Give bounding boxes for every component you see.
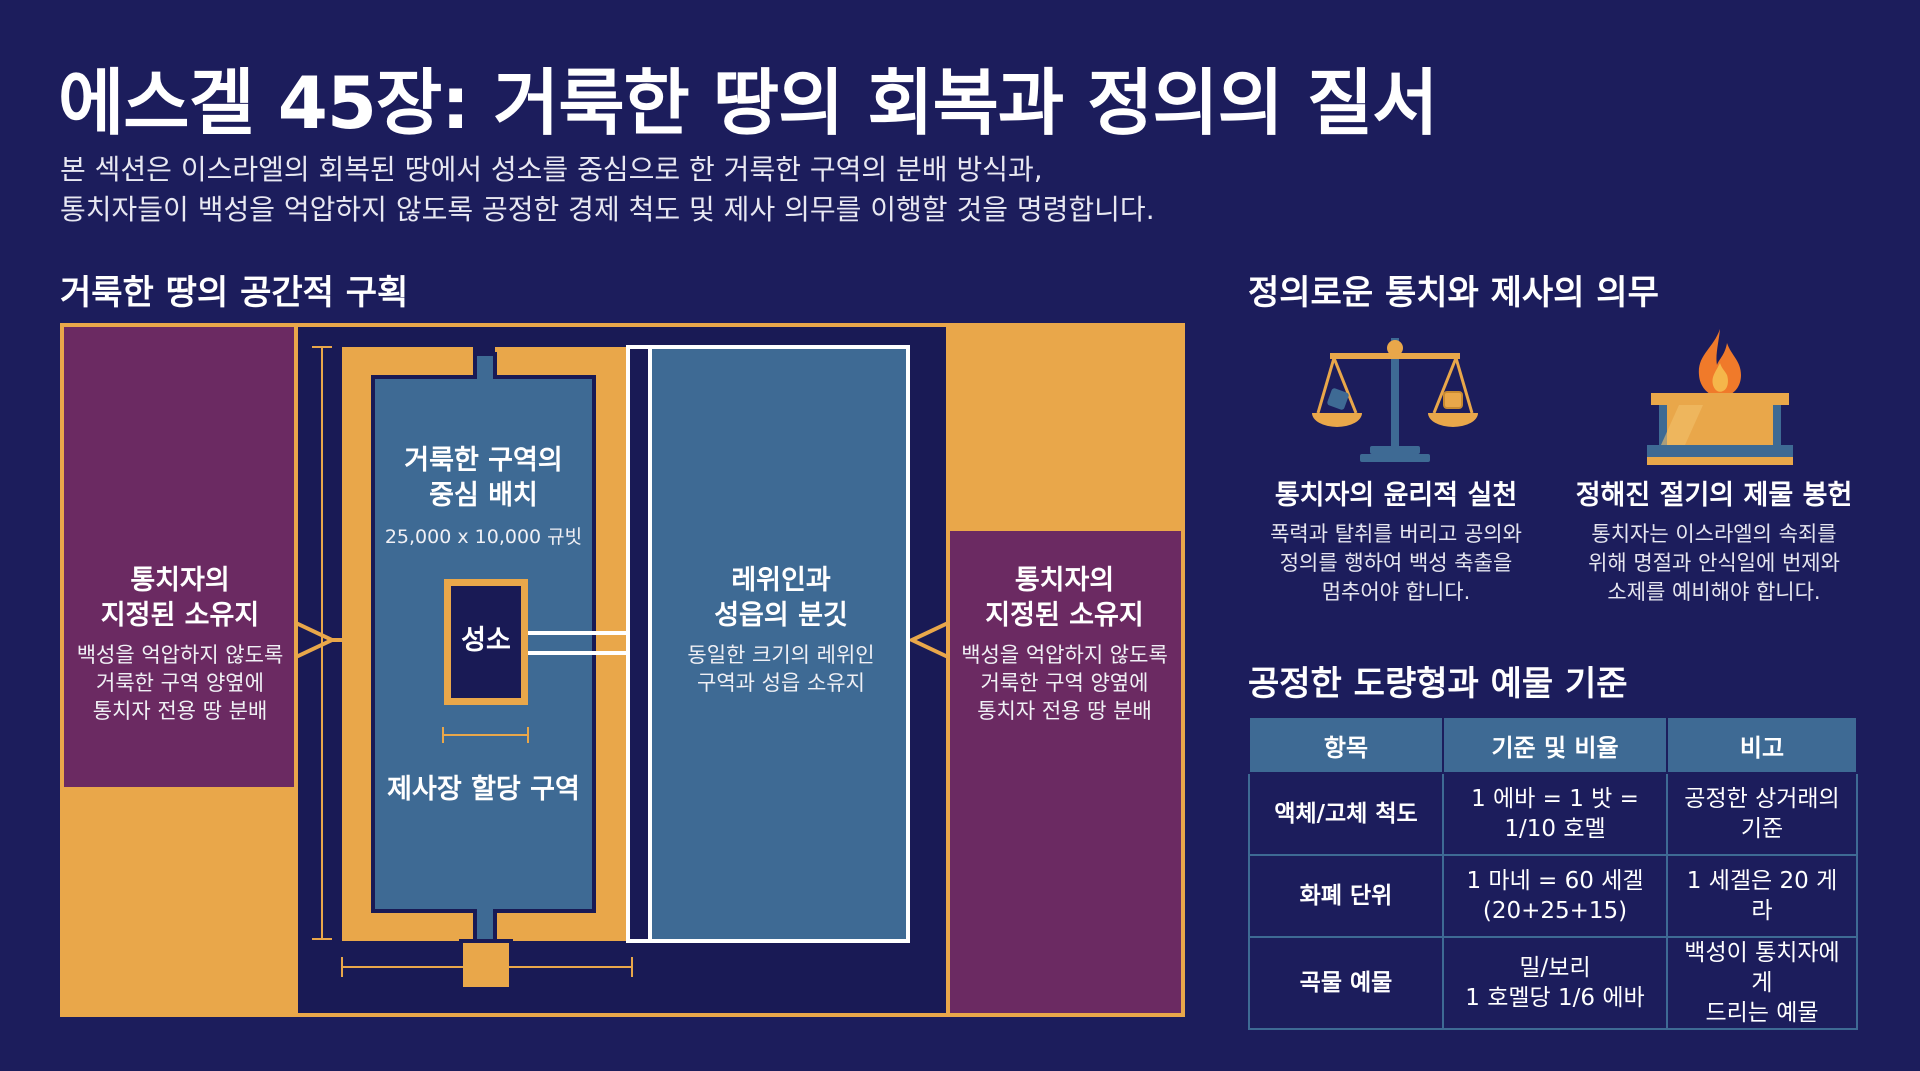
duty-title: 정해진 절기의 제물 봉헌 bbox=[1575, 480, 1853, 511]
cell-standard: 밀/보리 1 호멜당 1/6 에바 bbox=[1442, 936, 1668, 1030]
levites-label: 레위인과 성읍의 분깃 동일한 크기의 레위인 구역과 성읍 소유지 bbox=[656, 563, 906, 697]
desc-line: 거룩한 구역 양옆에 bbox=[96, 671, 264, 695]
duty-offerings: 정해진 절기의 제물 봉헌 통치자는 이스라엘의 속죄를 위해 명절과 안식일에… bbox=[1554, 478, 1874, 607]
duty-title: 통치자의 윤리적 실천 bbox=[1274, 480, 1518, 511]
holy-district-title: 거룩한 구역의 중심 배치 bbox=[373, 443, 594, 513]
left-pointer bbox=[295, 621, 337, 659]
cell-item: 화폐 단위 bbox=[1248, 854, 1444, 938]
cell-item: 곡물 예물 bbox=[1248, 936, 1444, 1030]
desc-line: 위해 명절과 안식일에 번제와 bbox=[1588, 551, 1840, 575]
cell-line: (20+25+15) bbox=[1482, 898, 1628, 924]
levites-area bbox=[650, 349, 906, 939]
cell-standard: 1 에바 = 1 밧 = 1/10 호멜 bbox=[1442, 772, 1668, 856]
title-line: 레위인과 bbox=[731, 565, 831, 596]
levites-frame bbox=[626, 345, 910, 943]
map-graphics bbox=[60, 323, 1185, 1017]
right-prince-desc: 백성을 억압하지 않도록 거룩한 구역 양옆에 통치자 전용 땅 분배 bbox=[948, 641, 1181, 725]
desc-line: 거룩한 구역 양옆에 bbox=[980, 671, 1149, 695]
right-upper-block bbox=[948, 327, 1181, 531]
cell-line: 1 마네 = 60 세겔 bbox=[1466, 868, 1644, 894]
cell-standard: 1 마네 = 60 세겔 (20+25+15) bbox=[1442, 854, 1668, 938]
map-outer-frame bbox=[60, 323, 1185, 1017]
cell-line: 공정한 상거래의 bbox=[1684, 786, 1840, 812]
cell-line: 기준 bbox=[1740, 816, 1784, 842]
desc-line: 구역과 성읍 소유지 bbox=[697, 671, 865, 695]
desc-line: 백성을 억압하지 않도록 bbox=[76, 643, 284, 667]
sanctuary-box bbox=[451, 586, 521, 698]
column-header: 기준 및 비율 bbox=[1442, 716, 1668, 774]
column-header: 비고 bbox=[1666, 716, 1858, 774]
land-layout-heading: 거룩한 땅의 공간적 구획 bbox=[60, 273, 409, 313]
standards-table: 항목 기준 및 비율 비고 액체/고체 척도 1 에바 = 1 밧 = 1/10… bbox=[1248, 716, 1858, 1030]
levites-title: 레위인과 성읍의 분깃 bbox=[656, 563, 906, 633]
desc-line: 폭력과 탈취를 버리고 공의와 bbox=[1270, 522, 1522, 546]
subtitle-line: 본 섹션은 이스라엘의 회복된 땅에서 성소를 중심으로 한 거룩한 구역의 분… bbox=[60, 153, 1043, 186]
page-subtitle: 본 섹션은 이스라엘의 회복된 땅에서 성소를 중심으로 한 거룩한 구역의 분… bbox=[60, 150, 1360, 230]
cell-line: 드리는 예물 bbox=[1705, 1000, 1819, 1026]
holy-district-dimension: 25,000 x 10,000 규빗 bbox=[384, 526, 583, 548]
duty-desc: 통치자는 이스라엘의 속죄를 위해 명절과 안식일에 번제와 소제를 예비해야 … bbox=[1554, 520, 1874, 607]
table-row: 곡물 예물 밀/보리 1 호멜당 1/6 에바 백성이 통치자에게 드리는 예물 bbox=[1248, 936, 1858, 1030]
scales-icon bbox=[1310, 328, 1480, 472]
title-line: 거룩한 구역의 bbox=[404, 445, 563, 476]
duty-ethics: 통치자의 윤리적 실천 폭력과 탈취를 버리고 공의와 정의를 행하여 백성 축… bbox=[1236, 478, 1556, 607]
cell-line: 백성이 통치자에게 bbox=[1684, 940, 1840, 996]
left-prince-land bbox=[64, 327, 296, 787]
title-line: 지정된 소유지 bbox=[985, 600, 1144, 631]
cell-line: 밀/보리 bbox=[1519, 955, 1591, 981]
right-prince-title: 통치자의 지정된 소유지 bbox=[948, 563, 1181, 633]
standards-heading: 공정한 도량형과 예물 기준 bbox=[1248, 664, 1628, 704]
desc-line: 소제를 예비해야 합니다. bbox=[1607, 580, 1821, 604]
justice-duties-heading: 정의로운 통치와 제사의 의무 bbox=[1248, 273, 1659, 313]
cell-note: 백성이 통치자에게 드리는 예물 bbox=[1666, 936, 1858, 1030]
desc-line: 통치자 전용 땅 분배 bbox=[92, 699, 268, 723]
page-title: 에스겔 45장: 거룩한 땅의 회복과 정의의 질서 bbox=[58, 61, 1438, 145]
table-header-row: 항목 기준 및 비율 비고 bbox=[1248, 716, 1858, 774]
sanctuary-label: 성소 bbox=[461, 625, 511, 656]
desc-line: 멈추어야 합니다. bbox=[1321, 580, 1471, 604]
subtitle-line: 통치자들이 백성을 억압하지 않도록 공정한 경제 척도 및 제사 의무를 이행… bbox=[60, 193, 1155, 226]
column-header: 항목 bbox=[1248, 716, 1444, 774]
desc-line: 통치자 전용 땅 분배 bbox=[977, 699, 1152, 723]
desc-line: 백성을 억압하지 않도록 bbox=[961, 643, 1168, 667]
left-prince-title: 통치자의 지정된 소유지 bbox=[64, 563, 296, 633]
levites-desc: 동일한 크기의 레위인 구역과 성읍 소유지 bbox=[656, 641, 906, 697]
desc-line: 동일한 크기의 레위인 bbox=[687, 643, 875, 667]
title-line: 지정된 소유지 bbox=[100, 600, 260, 631]
cell-line: 1/10 호멜 bbox=[1504, 816, 1606, 842]
right-prince-land bbox=[948, 531, 1181, 1013]
cell-note: 1 세겔은 20 게라 bbox=[1666, 854, 1858, 938]
title-line: 통치자의 bbox=[1014, 565, 1115, 596]
table-row: 화폐 단위 1 마네 = 60 세겔 (20+25+15) 1 세겔은 20 게… bbox=[1248, 854, 1858, 938]
cell-line: 1 에바 = 1 밧 = bbox=[1471, 786, 1639, 812]
desc-line: 정의를 행하여 백성 축출을 bbox=[1279, 551, 1513, 575]
duty-desc: 폭력과 탈취를 버리고 공의와 정의를 행하여 백성 축출을 멈추어야 합니다. bbox=[1236, 520, 1556, 607]
cell-note: 공정한 상거래의 기준 bbox=[1666, 772, 1858, 856]
right-prince-label: 통치자의 지정된 소유지 백성을 억압하지 않도록 거룩한 구역 양옆에 통치자… bbox=[948, 563, 1181, 725]
left-prince-desc: 백성을 억압하지 않도록 거룩한 구역 양옆에 통치자 전용 땅 분배 bbox=[64, 641, 296, 725]
gate-square bbox=[459, 939, 513, 991]
title-line: 통치자의 bbox=[130, 565, 230, 596]
cell-item: 액체/고체 척도 bbox=[1248, 772, 1444, 856]
cell-line: 1 호멜당 1/6 에바 bbox=[1465, 985, 1645, 1011]
left-prince-label: 통치자의 지정된 소유지 백성을 억압하지 않도록 거룩한 구역 양옆에 통치자… bbox=[64, 563, 296, 725]
holy-land-map: 통치자의 지정된 소유지 백성을 억압하지 않도록 거룩한 구역 양옆에 통치자… bbox=[60, 323, 1185, 1017]
table-row: 액체/고체 척도 1 에바 = 1 밧 = 1/10 호멜 공정한 상거래의 기… bbox=[1248, 772, 1858, 856]
priests-area-label: 제사장 할당 구역 bbox=[387, 774, 580, 805]
holy-district-label: 거룩한 구역의 중심 배치 25,000 x 10,000 규빗 bbox=[373, 443, 594, 551]
title-line: 중심 배치 bbox=[429, 480, 538, 511]
altar-fire-icon bbox=[1645, 325, 1795, 474]
cell-line: 1 세겔은 20 게라 bbox=[1686, 868, 1838, 924]
left-lower-block bbox=[64, 787, 296, 1013]
desc-line: 통치자는 이스라엘의 속죄를 bbox=[1591, 522, 1837, 546]
title-line: 성읍의 분깃 bbox=[714, 600, 848, 631]
right-pointer bbox=[907, 621, 949, 659]
